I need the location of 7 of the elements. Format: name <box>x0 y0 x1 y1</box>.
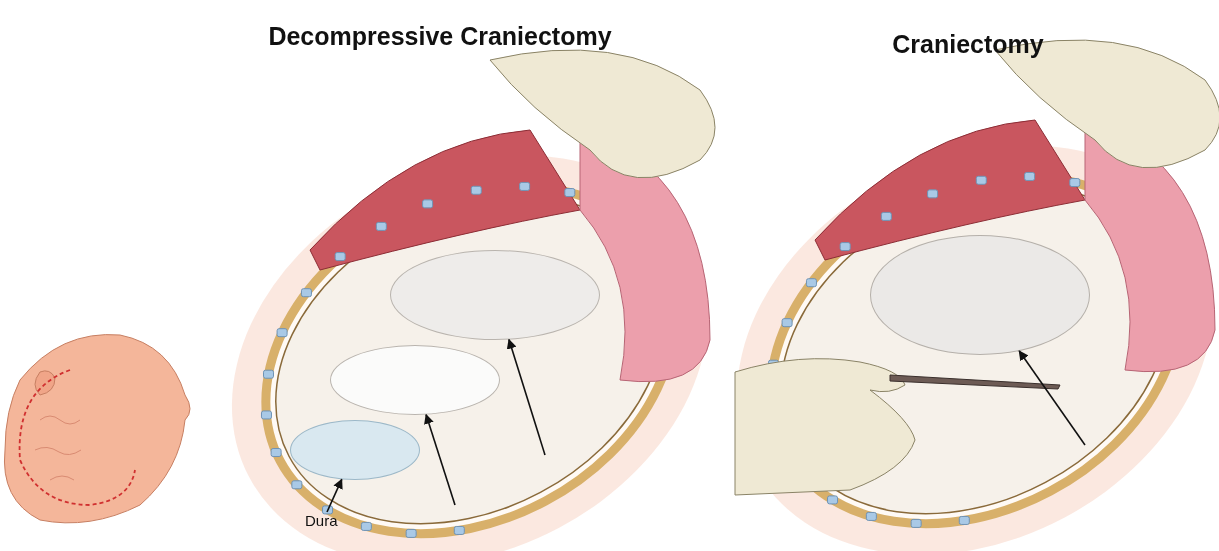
leader-line <box>424 413 456 506</box>
leader-line <box>506 338 546 456</box>
leader-line <box>1018 350 1086 446</box>
panel-title: Decompressive Craniectomy <box>268 22 612 51</box>
part-label: Dura <box>305 512 338 529</box>
panel-title: Craniectomy <box>892 30 1044 59</box>
leader-line <box>326 478 343 513</box>
